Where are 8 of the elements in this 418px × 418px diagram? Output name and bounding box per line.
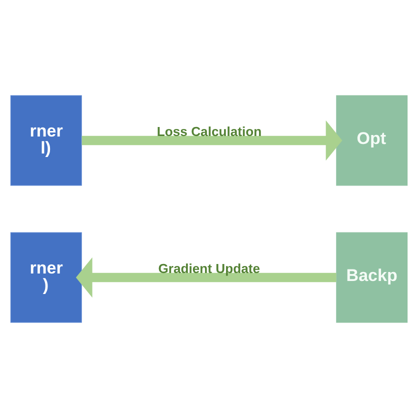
edge-label: Gradient Update bbox=[158, 260, 260, 276]
arrow bbox=[76, 257, 336, 298]
node-box: rner ) bbox=[10, 232, 82, 323]
node-box: rner l) bbox=[10, 95, 82, 186]
node-box: Opt bbox=[336, 95, 408, 186]
arrow bbox=[82, 120, 342, 161]
edge-label: Loss Calculation bbox=[156, 124, 262, 139]
node-box: Backp bbox=[336, 232, 408, 323]
